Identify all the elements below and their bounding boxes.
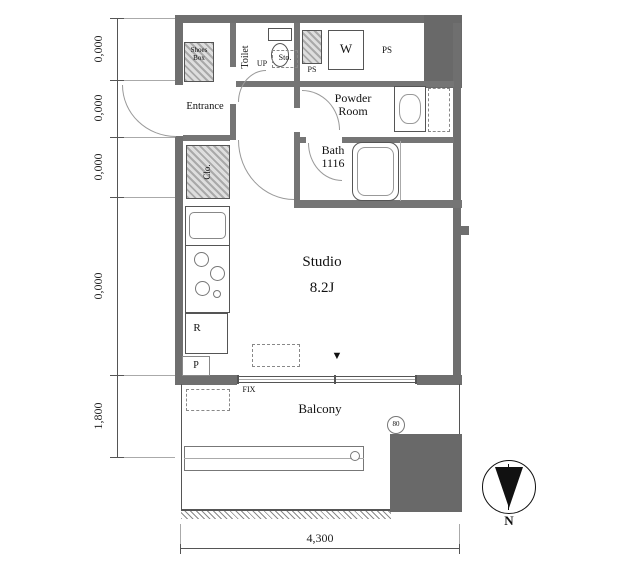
studio-size-label: 8.2J bbox=[309, 280, 335, 296]
refrigerator-box bbox=[185, 313, 228, 354]
dim-label-left-2: 0,000 bbox=[91, 94, 105, 122]
extension-line bbox=[124, 80, 175, 81]
washer-box bbox=[328, 30, 364, 70]
balcony-front-edge bbox=[181, 509, 391, 510]
extension-line bbox=[124, 457, 175, 458]
wall-right-notch bbox=[453, 226, 469, 235]
toilet-tank bbox=[268, 28, 292, 41]
wall-bottom-left-stub bbox=[175, 375, 237, 385]
toilet-bowl bbox=[271, 43, 289, 67]
p-box bbox=[182, 356, 210, 376]
p-label: P bbox=[193, 360, 199, 371]
wall-row1-bottom-right bbox=[300, 81, 454, 87]
balcony-left-edge bbox=[181, 384, 182, 511]
burner bbox=[194, 252, 209, 267]
studio-label: Studio bbox=[302, 254, 342, 270]
bath-label: Bath 1116 bbox=[321, 143, 345, 171]
closet-label: Clo. bbox=[202, 164, 212, 180]
storage-label: Sto. bbox=[278, 53, 292, 62]
powder-room-label: Powder Room bbox=[334, 91, 372, 119]
up-label: UP bbox=[256, 59, 268, 68]
window-jamb bbox=[415, 375, 417, 384]
wall-left-upper bbox=[175, 23, 183, 85]
dim-label-left-4: 0,000 bbox=[91, 272, 105, 300]
balcony-trough-line bbox=[184, 458, 364, 459]
dim-label-bottom: 4,300 bbox=[306, 531, 334, 545]
bath-right-line bbox=[400, 141, 401, 201]
structural-block-bottom-right bbox=[390, 434, 462, 512]
wall-powder-left-upper bbox=[294, 82, 300, 108]
window-divider bbox=[334, 375, 336, 384]
dim-label-left-1: 0,000 bbox=[91, 35, 105, 63]
kitchen-sink bbox=[189, 212, 226, 239]
kitchen-divider bbox=[185, 245, 230, 246]
window-inner-line bbox=[237, 382, 417, 383]
wall-powder-left-lower bbox=[294, 132, 300, 208]
wall-bath-studio bbox=[294, 200, 462, 208]
wall-top bbox=[175, 15, 462, 23]
dim-label-left-3: 0,000 bbox=[91, 153, 105, 181]
balcony-label: Balcony bbox=[298, 401, 342, 416]
wall-left-lower bbox=[175, 136, 183, 385]
studio-door-arc bbox=[238, 140, 294, 200]
furniture-outline bbox=[252, 344, 300, 367]
dim-tick bbox=[110, 457, 124, 458]
window-jamb bbox=[237, 375, 239, 384]
vanity-sink bbox=[399, 94, 421, 124]
storage-outline bbox=[272, 50, 298, 68]
burner bbox=[210, 266, 225, 281]
wall-powder-bath bbox=[342, 137, 454, 143]
compass-north-label: N bbox=[504, 513, 514, 528]
toilet-label: Toilet bbox=[240, 45, 251, 69]
dim-tick bbox=[110, 18, 124, 19]
dim-tick bbox=[110, 197, 124, 198]
window-center-marker: ▼ bbox=[331, 350, 343, 362]
wall-toilet-left-upper bbox=[230, 23, 236, 67]
extension-line bbox=[459, 524, 460, 544]
pipe-space-top-box bbox=[302, 30, 322, 64]
entrance-label: Entrance bbox=[186, 101, 224, 112]
extension-line bbox=[124, 375, 175, 376]
dim-tick bbox=[110, 375, 124, 376]
dimension-line-left bbox=[117, 18, 118, 457]
dim-label-left-5: 1,800 bbox=[91, 402, 105, 430]
extension-line bbox=[124, 18, 175, 19]
shoes-box bbox=[184, 42, 214, 82]
shoes-box-label: Shoes Box bbox=[190, 46, 208, 62]
dim-tick bbox=[110, 80, 124, 81]
burner bbox=[195, 281, 210, 296]
extension-line bbox=[180, 524, 181, 544]
entry-door-arc bbox=[122, 85, 176, 137]
wall-bottom-right-stub bbox=[417, 375, 462, 385]
washer-label: W bbox=[339, 41, 353, 56]
refrigerator-label: R bbox=[193, 322, 201, 334]
dimension-line-bottom bbox=[180, 548, 460, 549]
dim-tick bbox=[459, 542, 460, 554]
wall-toilet-left-lower bbox=[230, 104, 236, 140]
dim-tick bbox=[110, 137, 124, 138]
drain-cap bbox=[350, 451, 360, 461]
bathtub-inner bbox=[357, 147, 394, 196]
window-mid-line bbox=[237, 379, 417, 380]
drain-diameter-label: 80 bbox=[392, 420, 400, 428]
wall-entrance-bottom bbox=[183, 135, 230, 141]
extension-line bbox=[124, 137, 175, 138]
pipe-space-right-label: PS bbox=[382, 45, 393, 55]
balcony-front-hatch bbox=[181, 510, 391, 519]
extension-line bbox=[124, 197, 175, 198]
burner-small bbox=[213, 290, 221, 298]
wall-powder-bath-stub bbox=[300, 137, 306, 143]
window-outer-line bbox=[237, 376, 417, 377]
balcony-outline bbox=[186, 389, 230, 411]
compass-needle-icon bbox=[495, 467, 523, 508]
closet bbox=[186, 145, 230, 199]
pipe-space-top-label: PS bbox=[307, 65, 317, 74]
balcony-right-edge bbox=[459, 384, 460, 434]
drain-circle bbox=[387, 416, 405, 434]
fix-window-label: FIX bbox=[242, 385, 256, 394]
mirror-outline bbox=[428, 88, 450, 132]
dim-tick bbox=[180, 542, 181, 554]
